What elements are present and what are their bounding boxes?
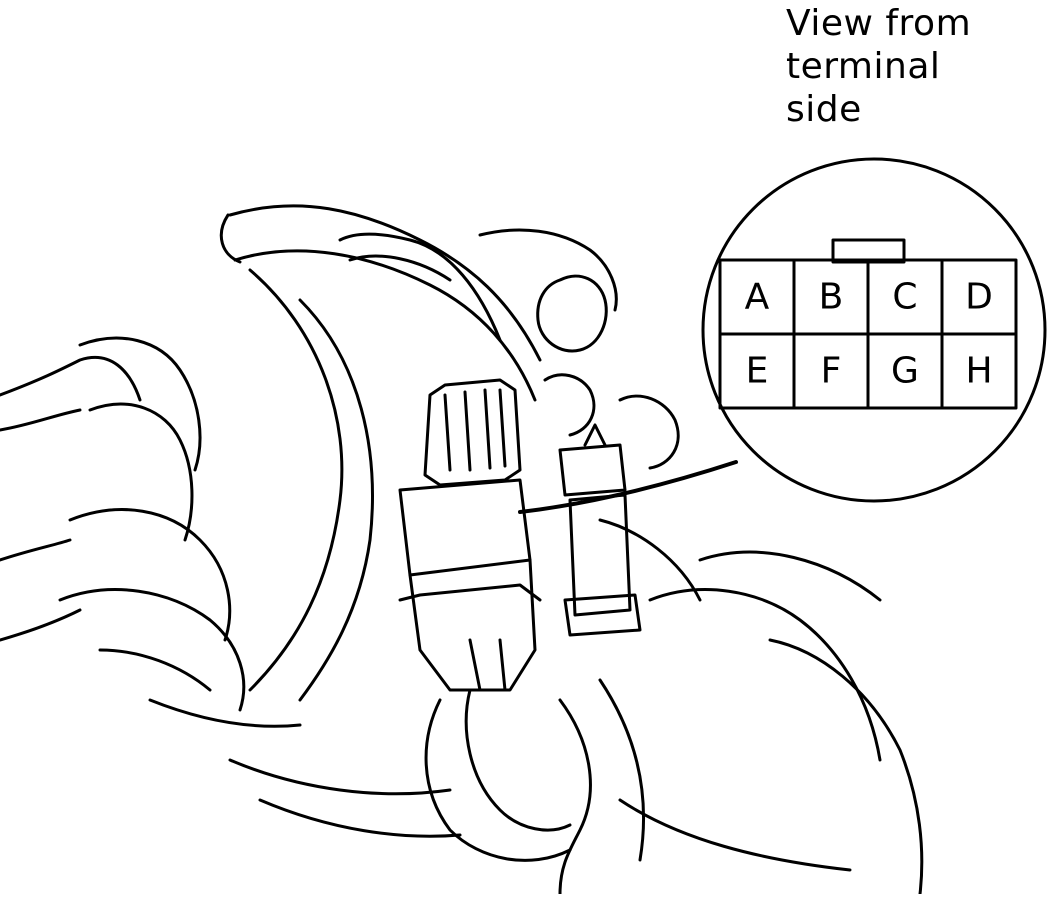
terminal-e: E	[746, 351, 769, 392]
terminal-d: D	[965, 277, 993, 318]
harness-connector	[398, 378, 542, 692]
terminal-a: A	[745, 277, 770, 318]
terminal-g: G	[891, 351, 919, 392]
leader-line	[518, 460, 738, 514]
caption-line-2: terminal	[786, 46, 941, 87]
terminal-b: B	[819, 277, 844, 318]
view-caption: View from terminal side	[786, 2, 971, 131]
caption-line-1: View from	[786, 3, 972, 44]
inset-circle	[701, 157, 1047, 503]
caption-line-3: side	[786, 89, 862, 130]
terminal-f: F	[821, 351, 842, 392]
terminal-h: H	[965, 351, 992, 392]
terminal-c: C	[892, 277, 917, 318]
distributor-cap	[0, 204, 542, 728]
sensor-connector	[558, 423, 642, 637]
terminal-face: A B C D E F G H	[718, 238, 1018, 410]
hose-outlines	[228, 228, 924, 896]
